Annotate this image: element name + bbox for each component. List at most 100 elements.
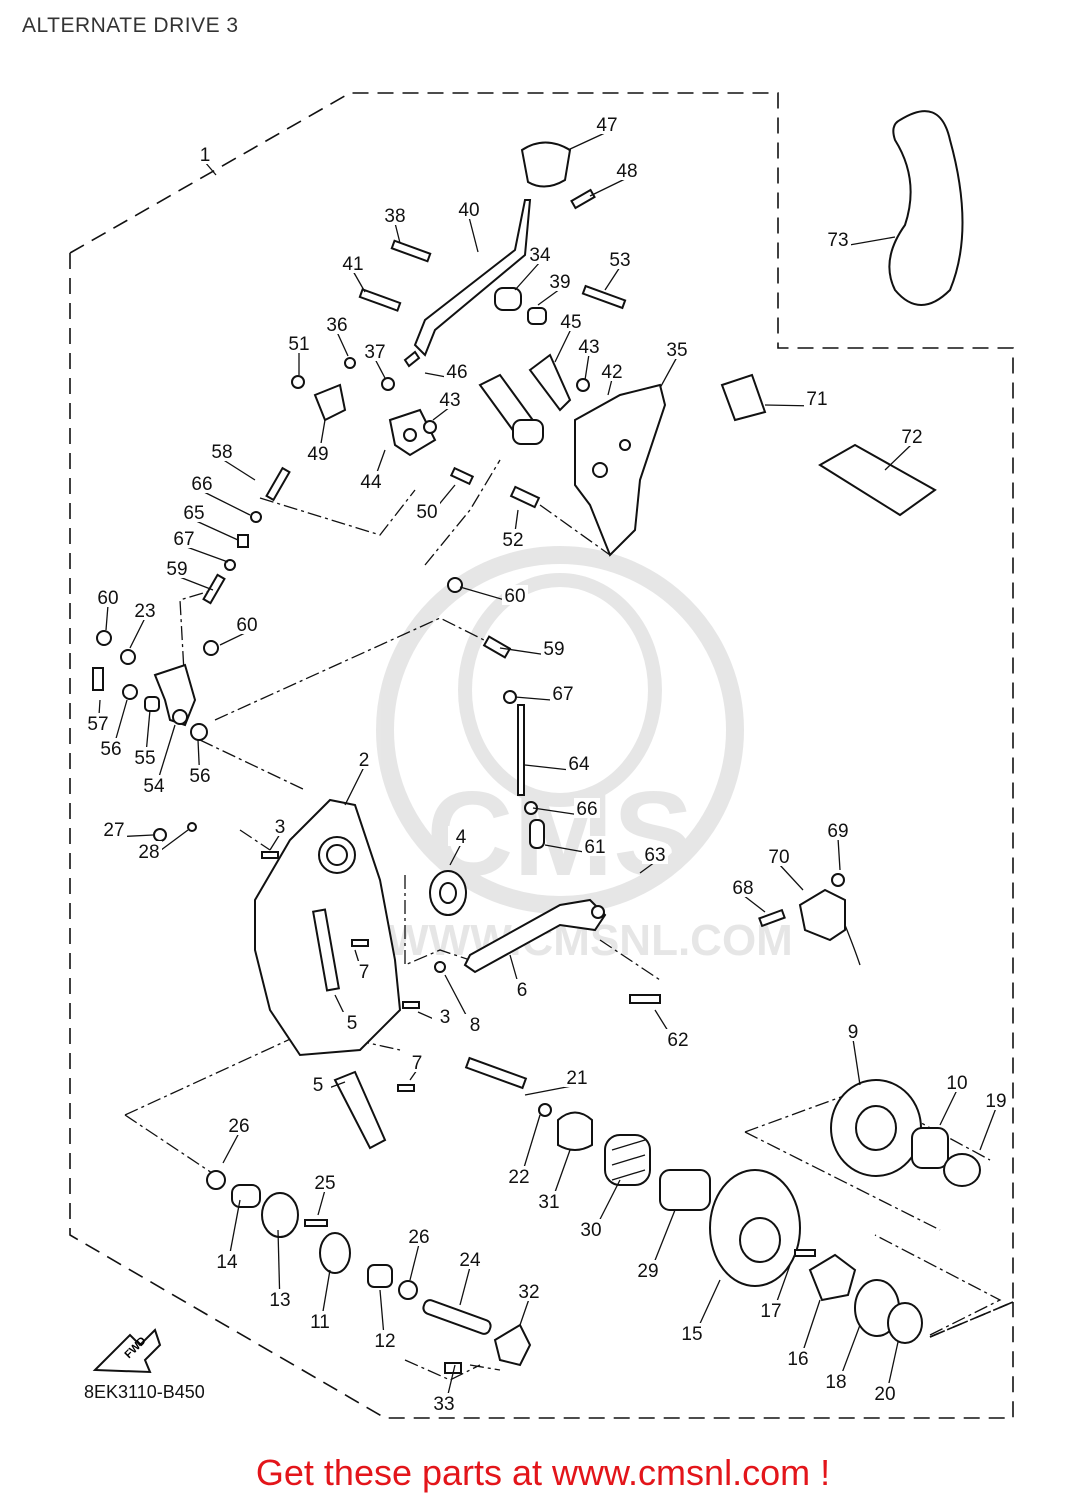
callout-bg [804, 388, 830, 408]
part-callout-71: 71 [806, 389, 827, 410]
leader-line [432, 406, 451, 421]
part-callout-72: 72 [901, 427, 922, 448]
part-callout-62: 62 [667, 1030, 688, 1051]
callout-bg [164, 558, 190, 578]
callout-bg [406, 1226, 432, 1246]
callout-bg [541, 638, 567, 658]
callout-bg [642, 844, 668, 864]
bracket-32 [493, 1323, 532, 1367]
part-callout-56: 56 [189, 766, 210, 787]
rod-end-59 [202, 573, 226, 605]
callout-bg [382, 205, 408, 225]
nut-43a [576, 378, 590, 392]
callout-bg [267, 816, 293, 836]
part-callout-6: 6 [517, 980, 528, 1001]
rod-end-59b [482, 635, 512, 659]
part-callout-39: 39 [549, 272, 570, 293]
callout-bg [664, 339, 690, 359]
callout-bg [825, 820, 851, 840]
callout-bg [372, 1330, 398, 1350]
callout-bg [635, 1260, 661, 1280]
callout-bg [500, 529, 526, 549]
part-callout-5: 5 [347, 1013, 358, 1034]
leader-line [659, 356, 678, 389]
callout-bg [506, 1166, 532, 1186]
leader-line [778, 863, 804, 891]
callout-bg [351, 961, 377, 981]
callout-bg [98, 738, 124, 758]
pin-3b [402, 1001, 420, 1009]
callout-bg [414, 501, 440, 521]
part-callout-59: 59 [166, 559, 187, 580]
leader-line [394, 222, 401, 244]
leader-line [554, 328, 572, 363]
shift-knob [520, 141, 572, 188]
part-callout-65: 65 [183, 503, 204, 524]
rod-end-58 [265, 466, 291, 502]
leader-line [837, 837, 841, 871]
callout-bg [286, 333, 312, 353]
shift-shaft-6 [463, 898, 607, 974]
callout-bg [665, 1029, 691, 1049]
part-callout-63: 63 [644, 845, 665, 866]
callout-bg [574, 798, 600, 818]
part-callout-48: 48 [616, 161, 637, 182]
callout-bg [462, 1014, 488, 1034]
assembly-lines [124, 459, 1002, 1381]
callout-bg [558, 311, 584, 331]
callout-bg [825, 229, 851, 249]
page-title: ALTERNATE DRIVE 3 [22, 14, 239, 37]
fwd-arrow-icon [92, 1328, 162, 1374]
leader-line [604, 266, 621, 291]
bolt-38 [390, 239, 432, 263]
lever-54 [153, 663, 197, 727]
part-callout-35: 35 [666, 340, 687, 361]
part-callout-68: 68 [732, 878, 753, 899]
callout-bg [823, 1371, 849, 1391]
bolt-68 [758, 908, 786, 928]
callout-bg [95, 587, 121, 607]
callout-bg [362, 341, 388, 361]
lever-5b [333, 1070, 387, 1150]
leader-line [584, 353, 590, 381]
callout-bg [899, 426, 925, 446]
arm-45 [528, 353, 572, 412]
part-callout-7: 7 [412, 1053, 423, 1074]
callout-bg [432, 1006, 458, 1026]
bearing-10 [911, 1127, 949, 1169]
spline-29 [659, 1169, 711, 1211]
part-callout-5: 5 [313, 1075, 324, 1096]
part-callout-67: 67 [552, 684, 573, 705]
leader-line [317, 1189, 326, 1216]
part-callout-16: 16 [787, 1349, 808, 1370]
callout-bg [339, 1012, 365, 1032]
part-callout-4: 4 [456, 827, 467, 848]
callout-bg [582, 836, 608, 856]
pin-17 [794, 1249, 816, 1257]
leader-line [201, 490, 251, 516]
callout-bg [209, 441, 235, 461]
rod-end-61 [529, 819, 545, 849]
callout-bg [187, 765, 213, 785]
callout-bg [340, 253, 366, 273]
part-callout-50: 50 [416, 502, 437, 523]
bolt-50 [449, 466, 475, 486]
leader-line [204, 161, 217, 176]
call-to-action-link[interactable]: Get these parts at www.cmsnl.com ! [255, 1452, 831, 1493]
nut-60c [203, 640, 219, 656]
callout-bg [983, 1090, 1009, 1110]
collar-34 [494, 287, 522, 311]
part-callout-40: 40 [458, 200, 479, 221]
sheave-31 [557, 1111, 593, 1151]
washer-56b [190, 723, 208, 741]
lever-5a [311, 908, 341, 992]
part-callout-54: 54 [143, 776, 165, 797]
part-callout-41: 41 [342, 254, 363, 275]
washer-56a [122, 684, 138, 700]
leader-line [514, 261, 541, 291]
part-callout-56: 56 [100, 739, 121, 760]
part-callout-33: 33 [433, 1394, 454, 1415]
callout-bg [607, 249, 633, 269]
callout-bg [766, 846, 792, 866]
callout-bg [226, 1115, 252, 1135]
